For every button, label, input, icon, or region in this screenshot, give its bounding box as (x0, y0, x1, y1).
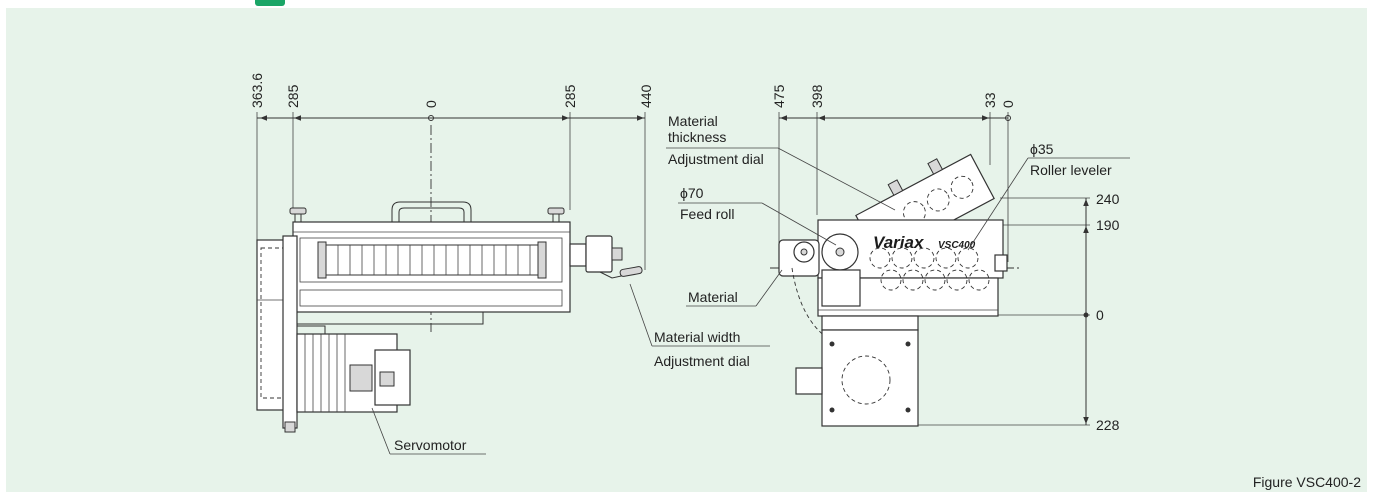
thickness-knob (927, 158, 944, 175)
dim-190: 190 (1096, 217, 1120, 233)
side-bracket (282, 235, 298, 429)
carry-handle (391, 201, 472, 222)
feed-roll-hub (835, 247, 845, 257)
dim-363-6: 363.6 (249, 73, 265, 108)
callout-roller-diameter: ϕ35 (1030, 141, 1054, 157)
side-end-block (994, 254, 1008, 272)
callout-material-thickness-line1: Material (668, 113, 718, 129)
front-view: 363.6 285 0 285 440 (249, 73, 770, 455)
dim-0-side-right: 0 (1096, 307, 1104, 323)
datum-mark (428, 115, 434, 121)
dial-lever-grip (619, 266, 643, 277)
motor-flange (296, 325, 326, 335)
leveler-rolls-hidden (869, 247, 990, 291)
leader-roller-leveler (967, 157, 1029, 251)
leader-width-dial (629, 283, 653, 347)
side-connector (795, 367, 823, 395)
servomotor-connector (349, 364, 373, 392)
dim-228: 228 (1096, 417, 1120, 433)
datum-mark-right (1083, 312, 1089, 318)
roller-ribs (337, 245, 531, 275)
leader-thickness-dial (777, 147, 896, 211)
dim-285-right: 285 (562, 84, 578, 108)
leader-feed-roll (761, 202, 837, 246)
feeder-housing (292, 221, 571, 313)
leveler-roll-hidden (926, 188, 950, 212)
dim-440: 440 (638, 84, 654, 108)
feed-roll-lower (821, 269, 861, 307)
knob-right (547, 207, 565, 215)
dial-cap (611, 247, 623, 261)
mount-plate (292, 311, 484, 325)
servomotor-fins (304, 334, 346, 412)
figure-panel (6, 8, 1367, 492)
dial-body (585, 235, 613, 273)
gearbox-gear-hidden (841, 355, 891, 405)
gearbox-body (821, 329, 919, 427)
callout-roller-leveler: Roller leveler (1030, 162, 1112, 178)
leader-servomotor (371, 407, 391, 455)
encoder-plug (379, 371, 395, 387)
knob-left (289, 207, 307, 215)
callout-servomotor: Servomotor (394, 437, 467, 453)
callout-material-thickness-line2: thickness (668, 129, 726, 145)
model-logo: VSC400 (938, 240, 976, 251)
entry-roller-hub (800, 248, 808, 256)
callout-feed-roll-diameter: ϕ70 (680, 185, 704, 201)
figure-caption: Figure VSC400-2 (1253, 474, 1361, 490)
gearbox-bolts (829, 341, 911, 413)
callout-adjustment-dial-front: Adjustment dial (654, 353, 750, 369)
roller-window (299, 237, 563, 283)
thickness-knob (887, 179, 904, 196)
leader-material (755, 269, 783, 307)
bracket-foot (284, 421, 296, 433)
housing-base (299, 289, 563, 307)
dim-0-front: 0 (423, 100, 439, 108)
roller-end-right (537, 241, 547, 279)
dim-33: 33 (982, 92, 998, 108)
datum-mark-side (1005, 115, 1011, 121)
dim-240: 240 (1096, 191, 1120, 207)
callout-material: Material (688, 289, 738, 305)
carry-handle-inner (398, 207, 465, 222)
dial-shaft-block (569, 243, 587, 267)
gearbox-flange (821, 315, 919, 331)
leveler-roll-hidden (950, 175, 974, 199)
side-view: 475 398 33 0 240 190 0 228 (666, 84, 1130, 433)
title-accent-bar (255, 0, 285, 6)
dim-398: 398 (809, 84, 825, 108)
brand-logo: Variax (873, 233, 925, 252)
swing-arc (791, 267, 831, 341)
roller-end-left (317, 241, 327, 279)
callout-feed-roll: Feed roll (680, 206, 734, 222)
callout-material-width: Material width (654, 329, 740, 345)
callout-adjustment-dial-side: Adjustment dial (668, 151, 764, 167)
dim-285-left: 285 (285, 84, 301, 108)
dim-475: 475 (771, 84, 787, 108)
dim-0-side-top: 0 (1000, 100, 1016, 108)
